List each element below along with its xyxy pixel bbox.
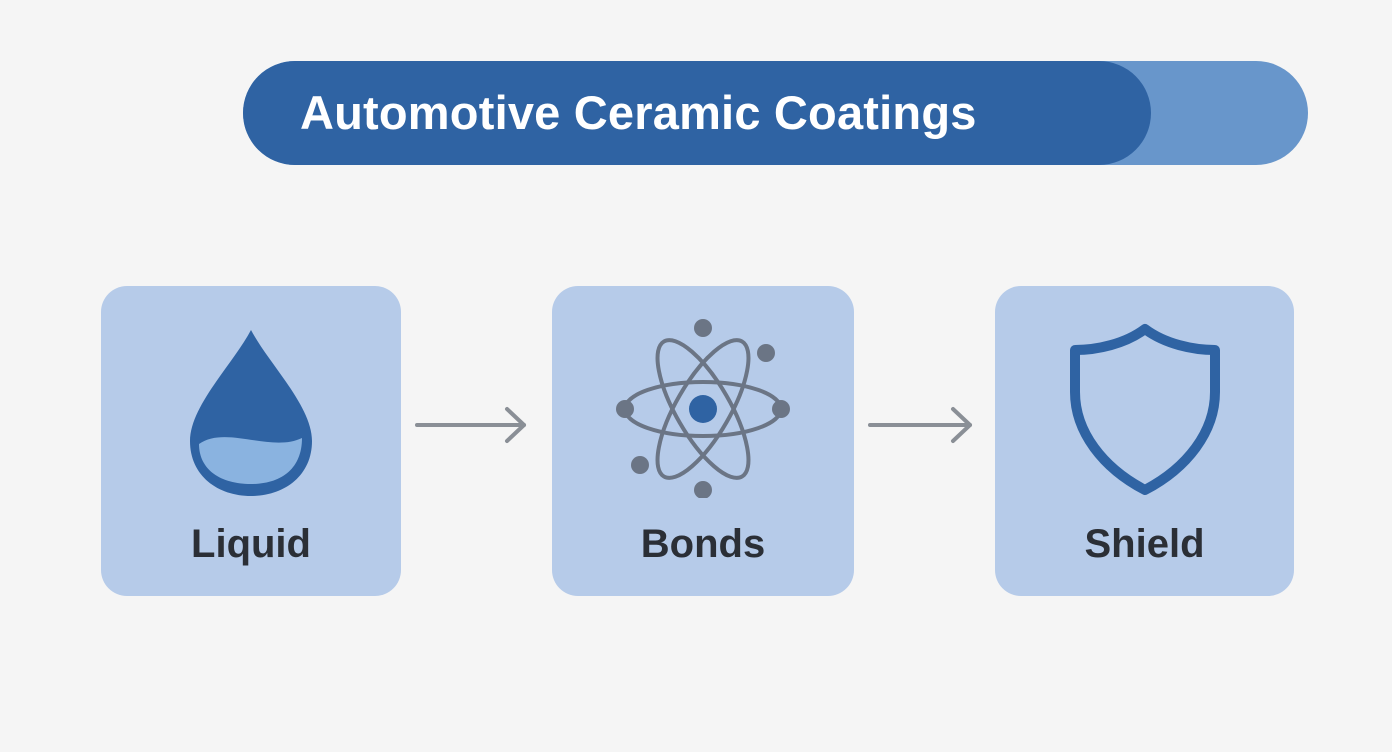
water-drop-icon bbox=[190, 330, 312, 496]
diagram-title: Automotive Ceramic Coatings bbox=[300, 86, 977, 139]
step-card-bonds: Bonds bbox=[552, 286, 854, 596]
arrow-right-icon bbox=[868, 407, 972, 443]
step-label-shield: Shield bbox=[1084, 522, 1205, 566]
shield-icon bbox=[1069, 324, 1220, 495]
step-card-liquid: Liquid bbox=[101, 286, 401, 596]
step-card-shield: Shield bbox=[995, 286, 1294, 596]
title-banner bbox=[243, 61, 1151, 165]
atom-icon bbox=[616, 319, 790, 498]
arrow-right-icon bbox=[415, 407, 526, 443]
step-label-bonds: Bonds bbox=[640, 522, 766, 566]
step-label-liquid: Liquid bbox=[191, 522, 311, 566]
